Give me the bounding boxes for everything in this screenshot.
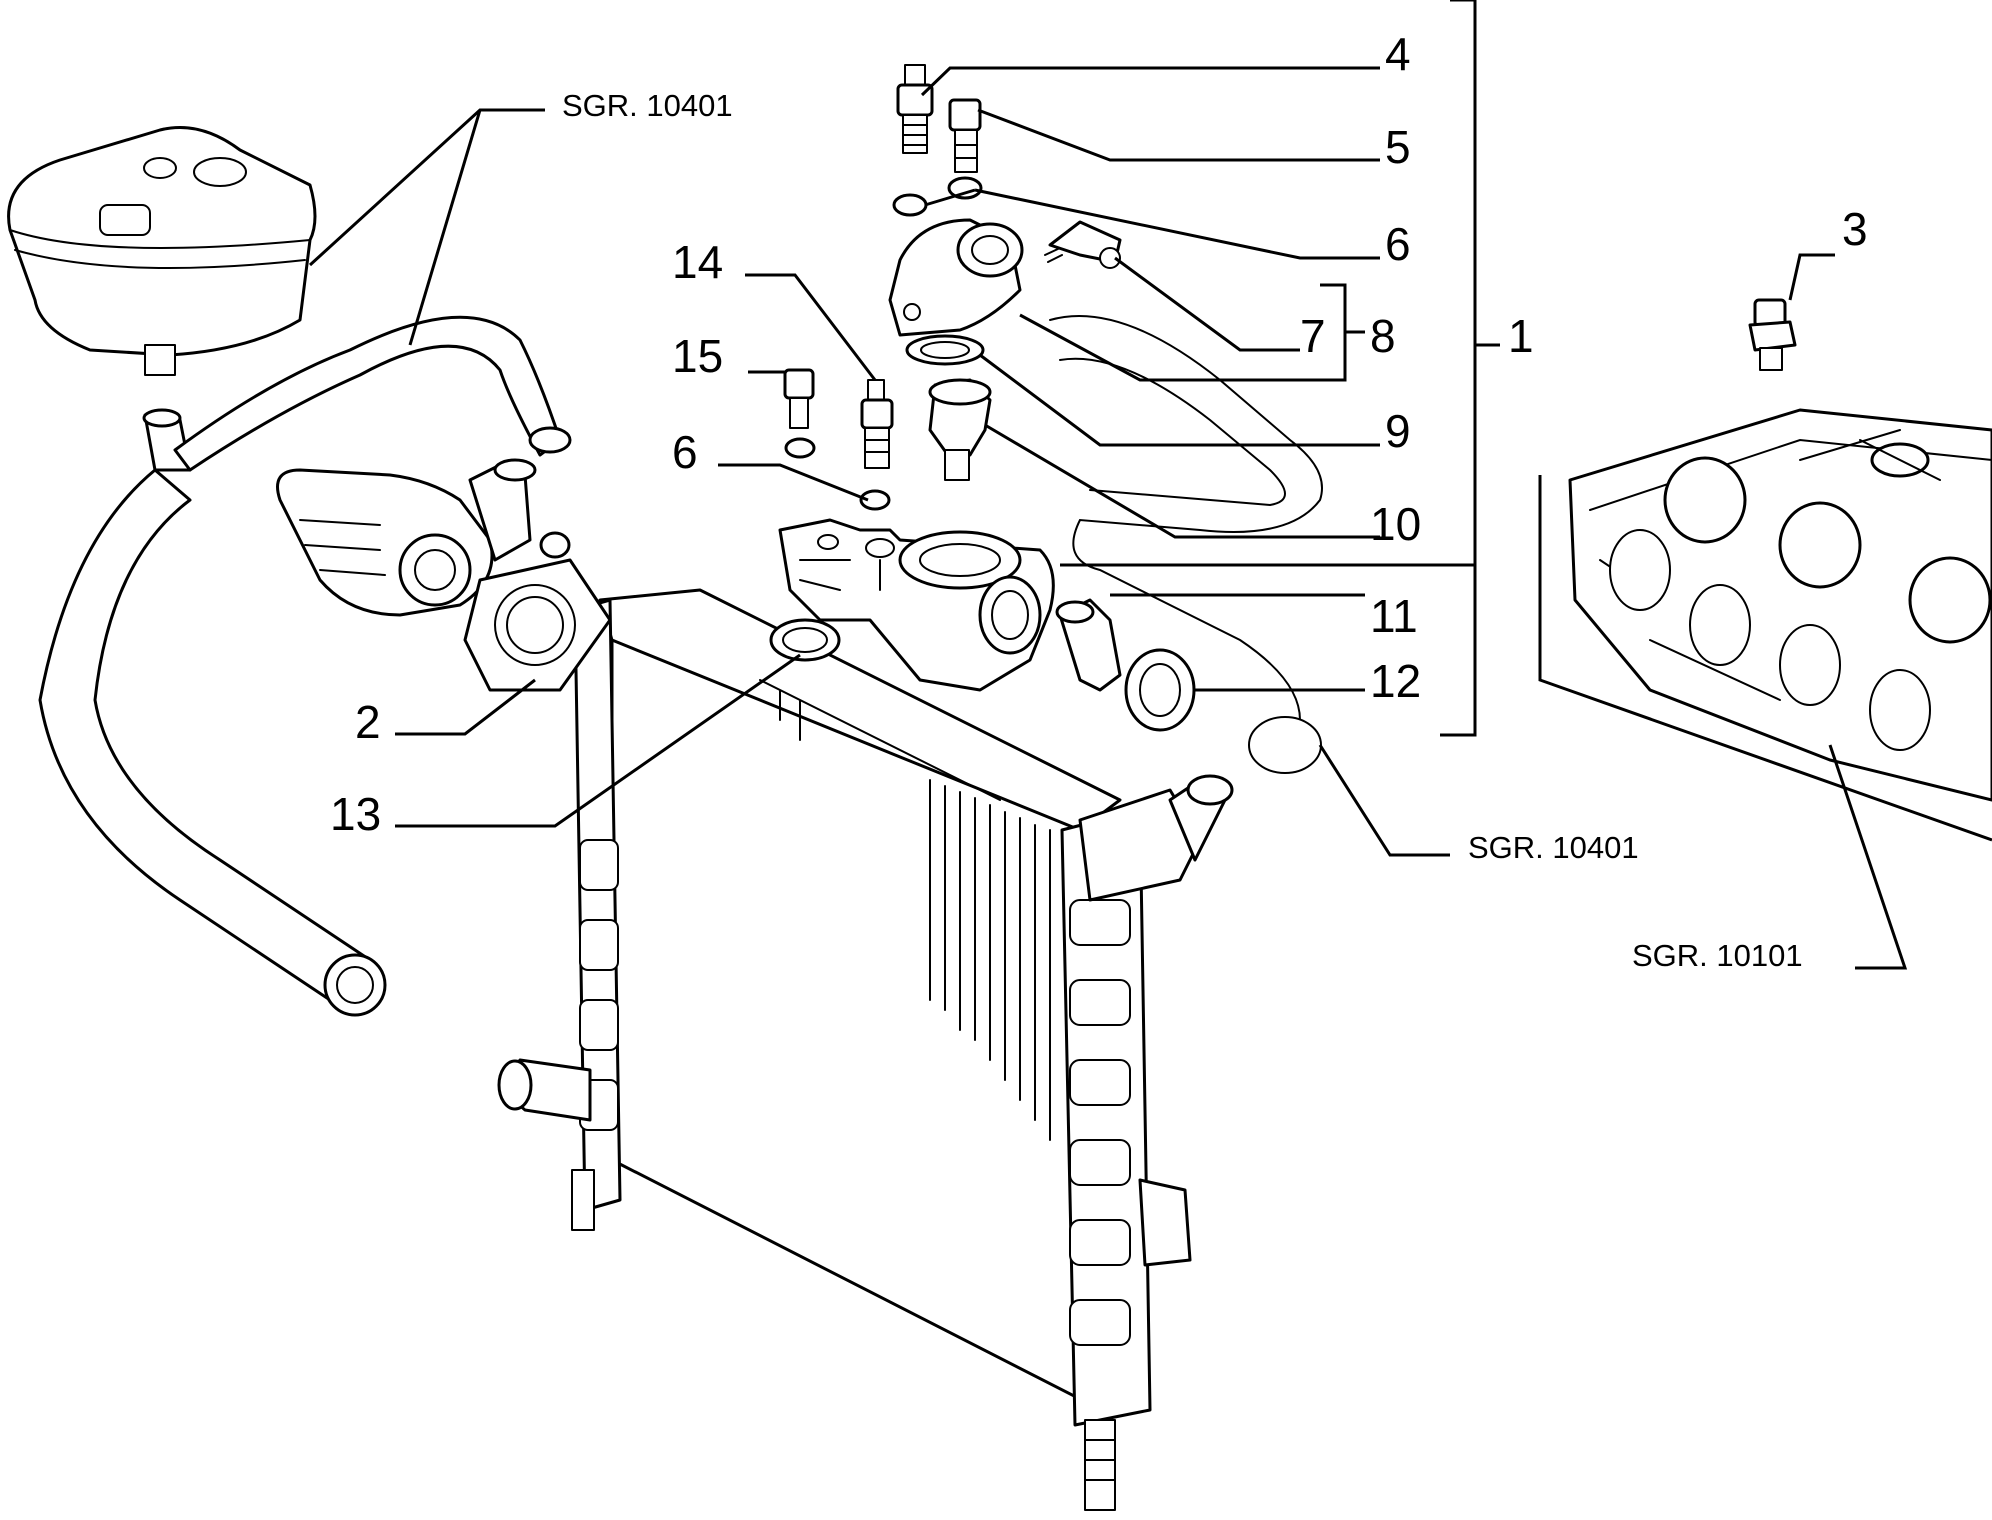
ref-sgr-10401-top: SGR. 10401 (562, 88, 733, 123)
washer-item-6-top (892, 176, 983, 217)
seal-item-12 (1124, 648, 1196, 732)
callout-12: 12 (1370, 655, 1421, 707)
callout-1: 1 (1508, 310, 1534, 362)
tank-hose (142, 315, 572, 472)
radiator (497, 588, 1234, 1511)
callout-7: 7 (1300, 310, 1326, 362)
bleeder-screw-item-7 (1044, 220, 1122, 269)
lower-hose (38, 468, 387, 1017)
stud-item-14 (860, 379, 894, 469)
water-pump-assembly (276, 458, 571, 617)
outlet-cover-item-8 (888, 218, 1024, 337)
thermostat-item-10 (928, 378, 992, 481)
seal-ring-item-13 (769, 618, 841, 662)
callout-14: 14 (672, 236, 723, 288)
callout-11: 11 (1370, 590, 1418, 642)
bolt-item-15 (783, 368, 815, 429)
ref-sgr-10401-lower: SGR. 10401 (1468, 830, 1639, 865)
sensor-switch-item-3 (1748, 298, 1797, 371)
nut-item-6-left (784, 437, 891, 511)
ref-sgr-10101: SGR. 10101 (1632, 938, 1803, 973)
callout-4: 4 (1385, 28, 1411, 80)
gasket-item-9 (905, 334, 985, 366)
callout-10: 10 (1370, 498, 1421, 550)
callout-2: 2 (355, 696, 381, 748)
temperature-sensor-item-11 (1055, 598, 1122, 692)
callout-3: 3 (1842, 203, 1868, 255)
callout-6-left: 6 (672, 426, 698, 478)
stud-item-4 (896, 64, 934, 154)
callout-9: 9 (1385, 405, 1411, 457)
upper-hose-outline (1049, 315, 1323, 774)
callout-13: 13 (330, 788, 381, 840)
expansion-tank (7, 126, 317, 376)
cylinder-head (1568, 408, 1992, 802)
thermostat-housing (778, 518, 1055, 692)
callout-5: 5 (1385, 121, 1411, 173)
bolt-item-5 (948, 98, 982, 173)
callout-labels: 4 5 6 7 8 1 9 10 11 12 3 14 15 6 2 13 SG… (330, 28, 1868, 973)
callout-15: 15 (672, 330, 723, 382)
gasket-item-2 (463, 558, 612, 692)
callout-8: 8 (1370, 310, 1396, 362)
leader-lines (308, 0, 1992, 970)
callout-6-top: 6 (1385, 218, 1411, 270)
